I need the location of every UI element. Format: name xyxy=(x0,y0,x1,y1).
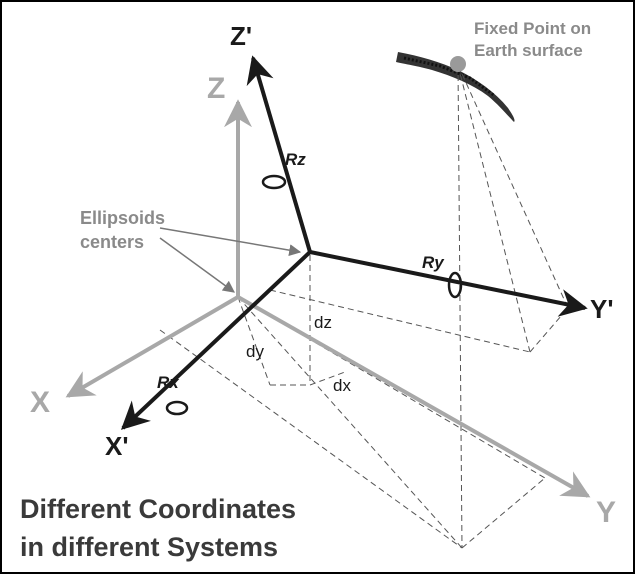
diagram-title: Different Coordinates in different Syste… xyxy=(20,490,296,566)
dz-label: dz xyxy=(314,313,332,332)
rx-label: Rx xyxy=(157,373,180,392)
dy-label: dy xyxy=(246,342,264,361)
fixed-point-label-line2: Earth surface xyxy=(474,41,583,60)
title-line-1: Different Coordinates xyxy=(20,494,297,524)
x-prime-label: X' xyxy=(105,431,129,461)
fixed-point-marker xyxy=(450,56,466,72)
rz-label: Rz xyxy=(285,150,306,169)
original-axes xyxy=(65,99,591,498)
ellipsoids-label-line2: centers xyxy=(80,232,144,252)
y-label: Y xyxy=(596,496,616,529)
z-prime-label: Z' xyxy=(230,21,252,51)
dx-label: dx xyxy=(333,376,351,395)
rotation-ry-icon xyxy=(447,271,463,299)
y-axis xyxy=(237,295,591,498)
x-label: X xyxy=(30,386,50,419)
x-prime-axis xyxy=(120,250,312,430)
earth-surface-patch xyxy=(396,52,515,122)
rotation-rx-icon xyxy=(165,400,189,416)
x-axis xyxy=(65,295,240,398)
ellipsoids-label-line1: Ellipsoids xyxy=(80,208,165,228)
y-prime-axis xyxy=(309,250,588,317)
title-line-2: in different Systems xyxy=(20,532,279,562)
transformed-axes xyxy=(120,55,588,430)
z-label: Z xyxy=(207,72,225,105)
fixed-point-label-line1: Fixed Point on xyxy=(474,19,591,38)
z-prime-axis xyxy=(246,55,312,253)
rotation-rz-icon xyxy=(261,174,287,190)
ellipsoids-callout-arrows xyxy=(159,227,302,293)
y-prime-label: Y' xyxy=(590,294,614,324)
ry-label: Ry xyxy=(422,253,445,272)
projection-lines xyxy=(159,64,569,549)
